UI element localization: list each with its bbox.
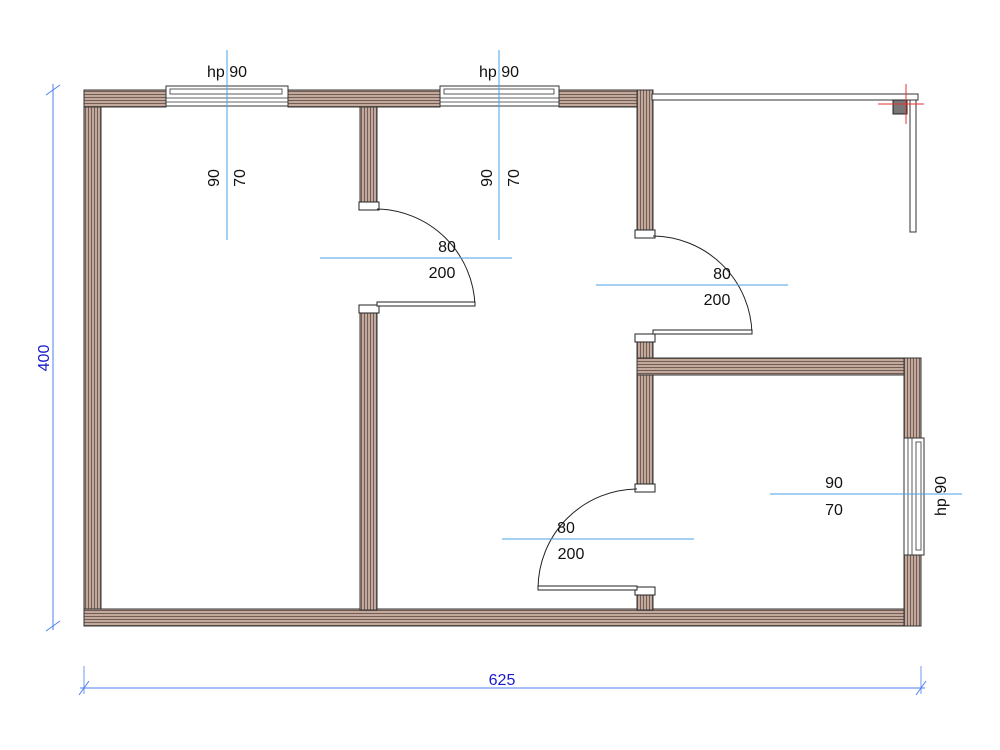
window-3-width: 90 [825, 475, 843, 492]
door-2-height: 200 [704, 292, 731, 309]
wall-room-top [636, 357, 922, 376]
door-1-height: 200 [429, 265, 456, 282]
window-3 [903, 437, 925, 556]
door-3-width: 80 [557, 520, 575, 537]
window-2-label: hp 90 [479, 64, 519, 81]
wall-top-segment [287, 89, 441, 108]
wall-top-segment [83, 89, 167, 108]
door-2 [634, 229, 753, 343]
wall-outer-left [83, 89, 102, 627]
wall-interior [359, 106, 378, 206]
axis-lines [226, 50, 962, 540]
door-3-height: 200 [558, 546, 585, 563]
balcony-railing [651, 93, 919, 233]
window-1-width: 90 [206, 169, 223, 187]
wall-interior [636, 89, 654, 234]
dimension-lines [45, 84, 927, 696]
wall-outer-bottom [83, 608, 922, 627]
window-3-height: 70 [825, 502, 843, 519]
window-1-height: 70 [232, 169, 249, 187]
column-crosshair [878, 84, 924, 124]
door-3 [537, 483, 656, 596]
wall-room-right [903, 554, 922, 627]
window-3-label: hp 90 [933, 476, 950, 516]
wall-interior [359, 309, 378, 611]
door-1-width: 80 [438, 239, 456, 256]
overall-height-label: 400 [36, 345, 53, 372]
wall-room-right [903, 357, 922, 439]
door-2-width: 80 [713, 266, 731, 283]
column-marker [892, 99, 908, 115]
door-1 [358, 201, 476, 314]
window-2-height: 70 [506, 169, 523, 187]
walls [83, 89, 922, 627]
window-1-label: hp 90 [207, 64, 247, 81]
overall-width-label: 625 [489, 672, 516, 689]
window-2-width: 90 [479, 169, 496, 187]
